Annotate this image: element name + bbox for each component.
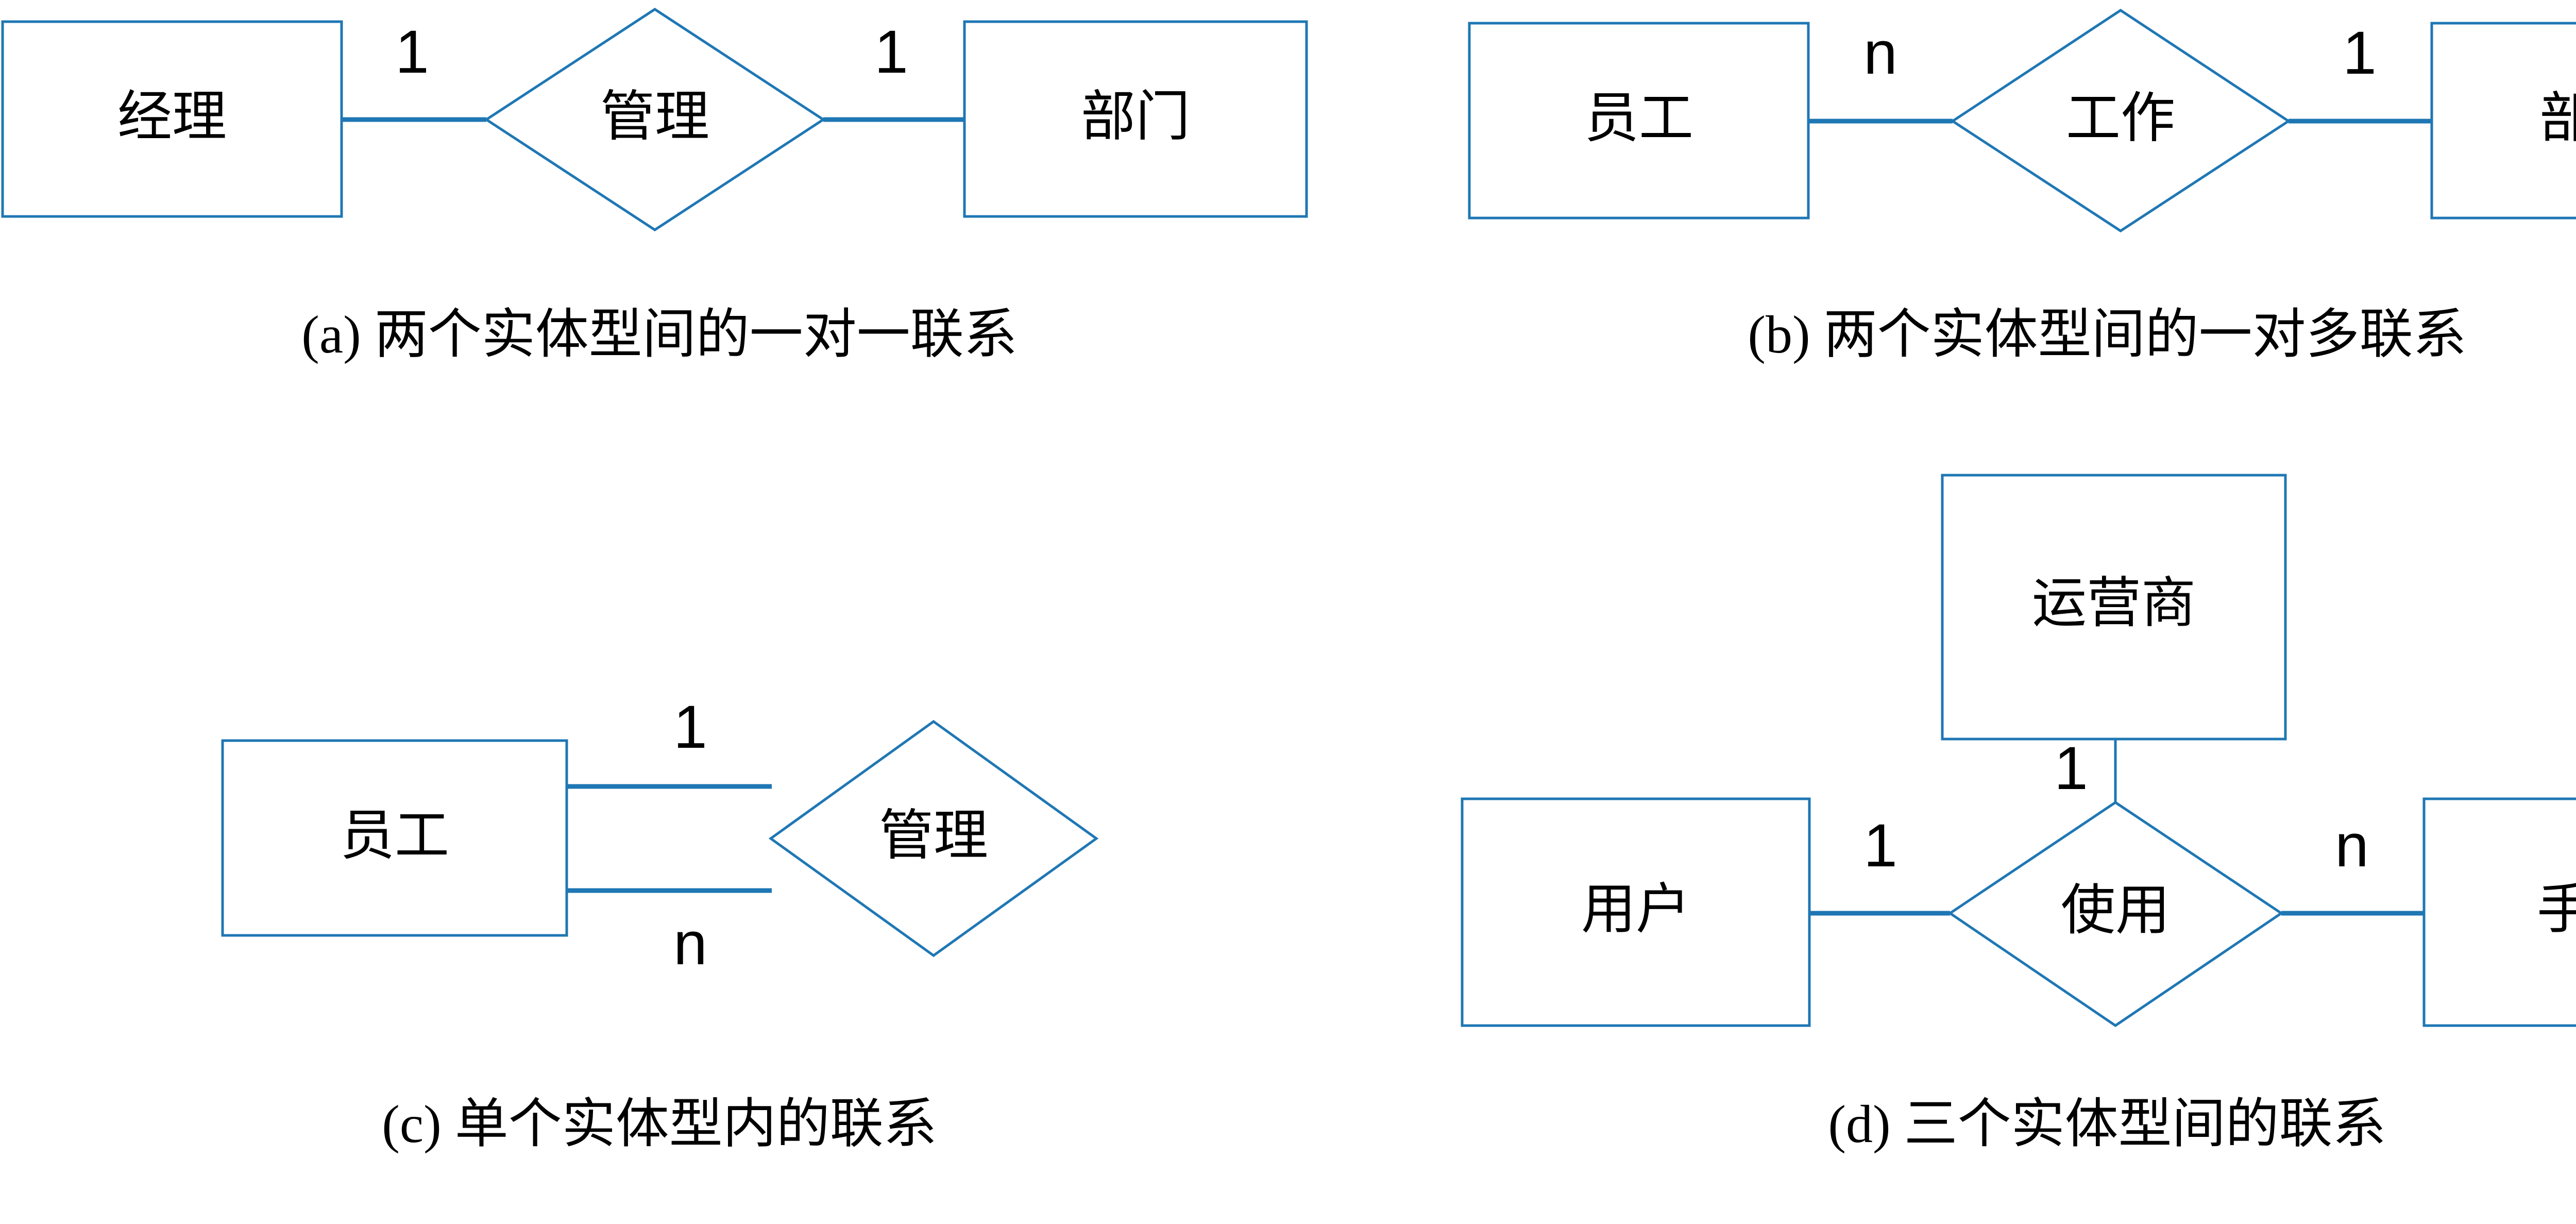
panel-d: 运营商 用户 手机 使用 1 1 n (d) 三个实体型间的联系 [1461,474,2576,1154]
panel-a-caption: (a) 两个实体型间的一对一联系 [301,305,1017,364]
panel-a-entity-label-1: 经理 [117,87,227,147]
panel-c-relationship-diamond[interactable] [768,719,1099,958]
panel-c-caption: (c) 单个实体型内的联系 [382,1095,937,1154]
panel-c-entity-box-1[interactable] [221,739,568,937]
panel-b: 员工 工作 部门 n 1 (b) 两个实体型间的一对多联系 [1468,9,2576,364]
panel-a: 经理 管理 部门 1 1 (a) 两个实体型间的一对一联系 [1,8,1308,364]
panel-d-relationship-label: 使用 [2061,880,2170,941]
panel-d-entity-label-left: 用户 [1581,879,1690,940]
panel-a-cardinality-left: 1 [395,18,429,86]
panel-c-cardinality-upper: 1 [673,693,707,761]
panel-b-caption: (b) 两个实体型间的一对多联系 [1748,305,2466,364]
panel-d-entity-label-right: 手机 [2537,879,2576,940]
panel-d-entity-box-right[interactable] [2422,797,2576,1027]
panel-b-entity-label-2: 部门 [2539,88,2576,148]
panel-d-entity-box-left[interactable] [1461,797,1811,1027]
panel-b-entity-box-2[interactable] [2430,22,2576,220]
panel-c-relationship-label: 管理 [879,806,988,866]
panel-a-cardinality-right: 1 [874,18,908,86]
panel-b-relationship-label: 工作 [2066,88,2175,148]
panel-a-relationship-label: 管理 [600,87,709,147]
panel-b-entity-label-1: 员工 [1584,88,1693,148]
panel-d-entity-box-top[interactable] [1941,474,2287,741]
panel-a-entity-box-1[interactable] [1,20,343,218]
panel-d-cardinality-right: n [2335,812,2369,880]
panel-d-relationship-diamond[interactable] [1947,800,2284,1028]
panel-a-entity-box-2[interactable] [963,20,1308,218]
panel-d-cardinality-top: 1 [2054,734,2088,802]
panel-b-cardinality-right: 1 [2343,19,2377,87]
panel-c: 员工 管理 1 n (c) 单个实体型内的联系 [221,693,1099,1154]
panel-a-entity-label-2: 部门 [1081,87,1190,147]
panel-d-entity-label-top: 运营商 [2032,573,2196,633]
panel-c-cardinality-lower: n [673,910,707,978]
panel-b-relationship-diamond[interactable] [1950,9,2291,232]
panel-a-relationship-diamond[interactable] [484,8,826,231]
panel-c-entity-label-1: 员工 [340,806,449,866]
panel-d-cardinality-left: 1 [1863,812,1897,880]
panel-d-caption: (d) 三个实体型间的联系 [1828,1095,2386,1154]
panel-b-cardinality-left: n [1863,19,1897,87]
panel-b-entity-box-1[interactable] [1468,22,1810,220]
